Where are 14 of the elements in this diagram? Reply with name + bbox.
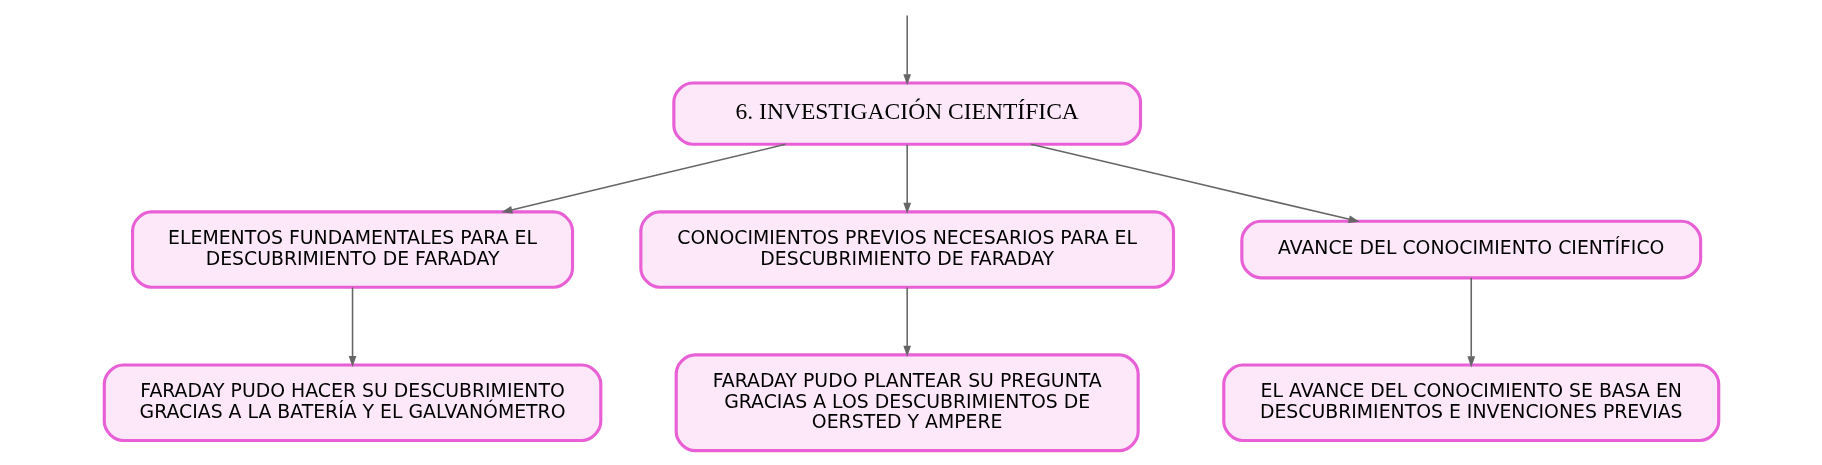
arrow [500, 143, 786, 214]
arrow [902, 143, 911, 214]
arrow [1466, 277, 1475, 368]
arrow [902, 14, 911, 86]
node-box: FARADAY PUDO HACER SU DESCUBRIMIENTO GRACIAS A LA BATERÍA Y EL GALVANÓMETRO [102, 363, 602, 443]
node-box: ELEMENTOS FUNDAMENTALES PARA EL DESCUBRIMIENTO DE FARADAY [130, 210, 574, 289]
arrow [348, 286, 356, 368]
node-box: EL AVANCE DEL CONOCIMIENTO SE BASA EN DESCUBRIMIENTOS E INVENCIONES PREVIAS [1221, 363, 1720, 443]
arrow [1029, 143, 1360, 223]
node-box: FARADAY PUDO PLANTEAR SU PREGUNTA GRACIAS A LOS DESCUBRIMIENTOS DE OERSTED Y AMPERE [674, 353, 1140, 453]
node-box: CONOCIMIENTOS PREVIOS NECESARIOS PARA EL DESCUBRIMIENTO DE FARADAY [638, 210, 1175, 289]
node-box: AVANCE DEL CONOCIMIENTO CIENTÍFICO [1239, 219, 1702, 280]
node-box: 6. INVESTIGACIÓN CIENTÍFICA [671, 81, 1142, 146]
arrow [902, 286, 911, 357]
